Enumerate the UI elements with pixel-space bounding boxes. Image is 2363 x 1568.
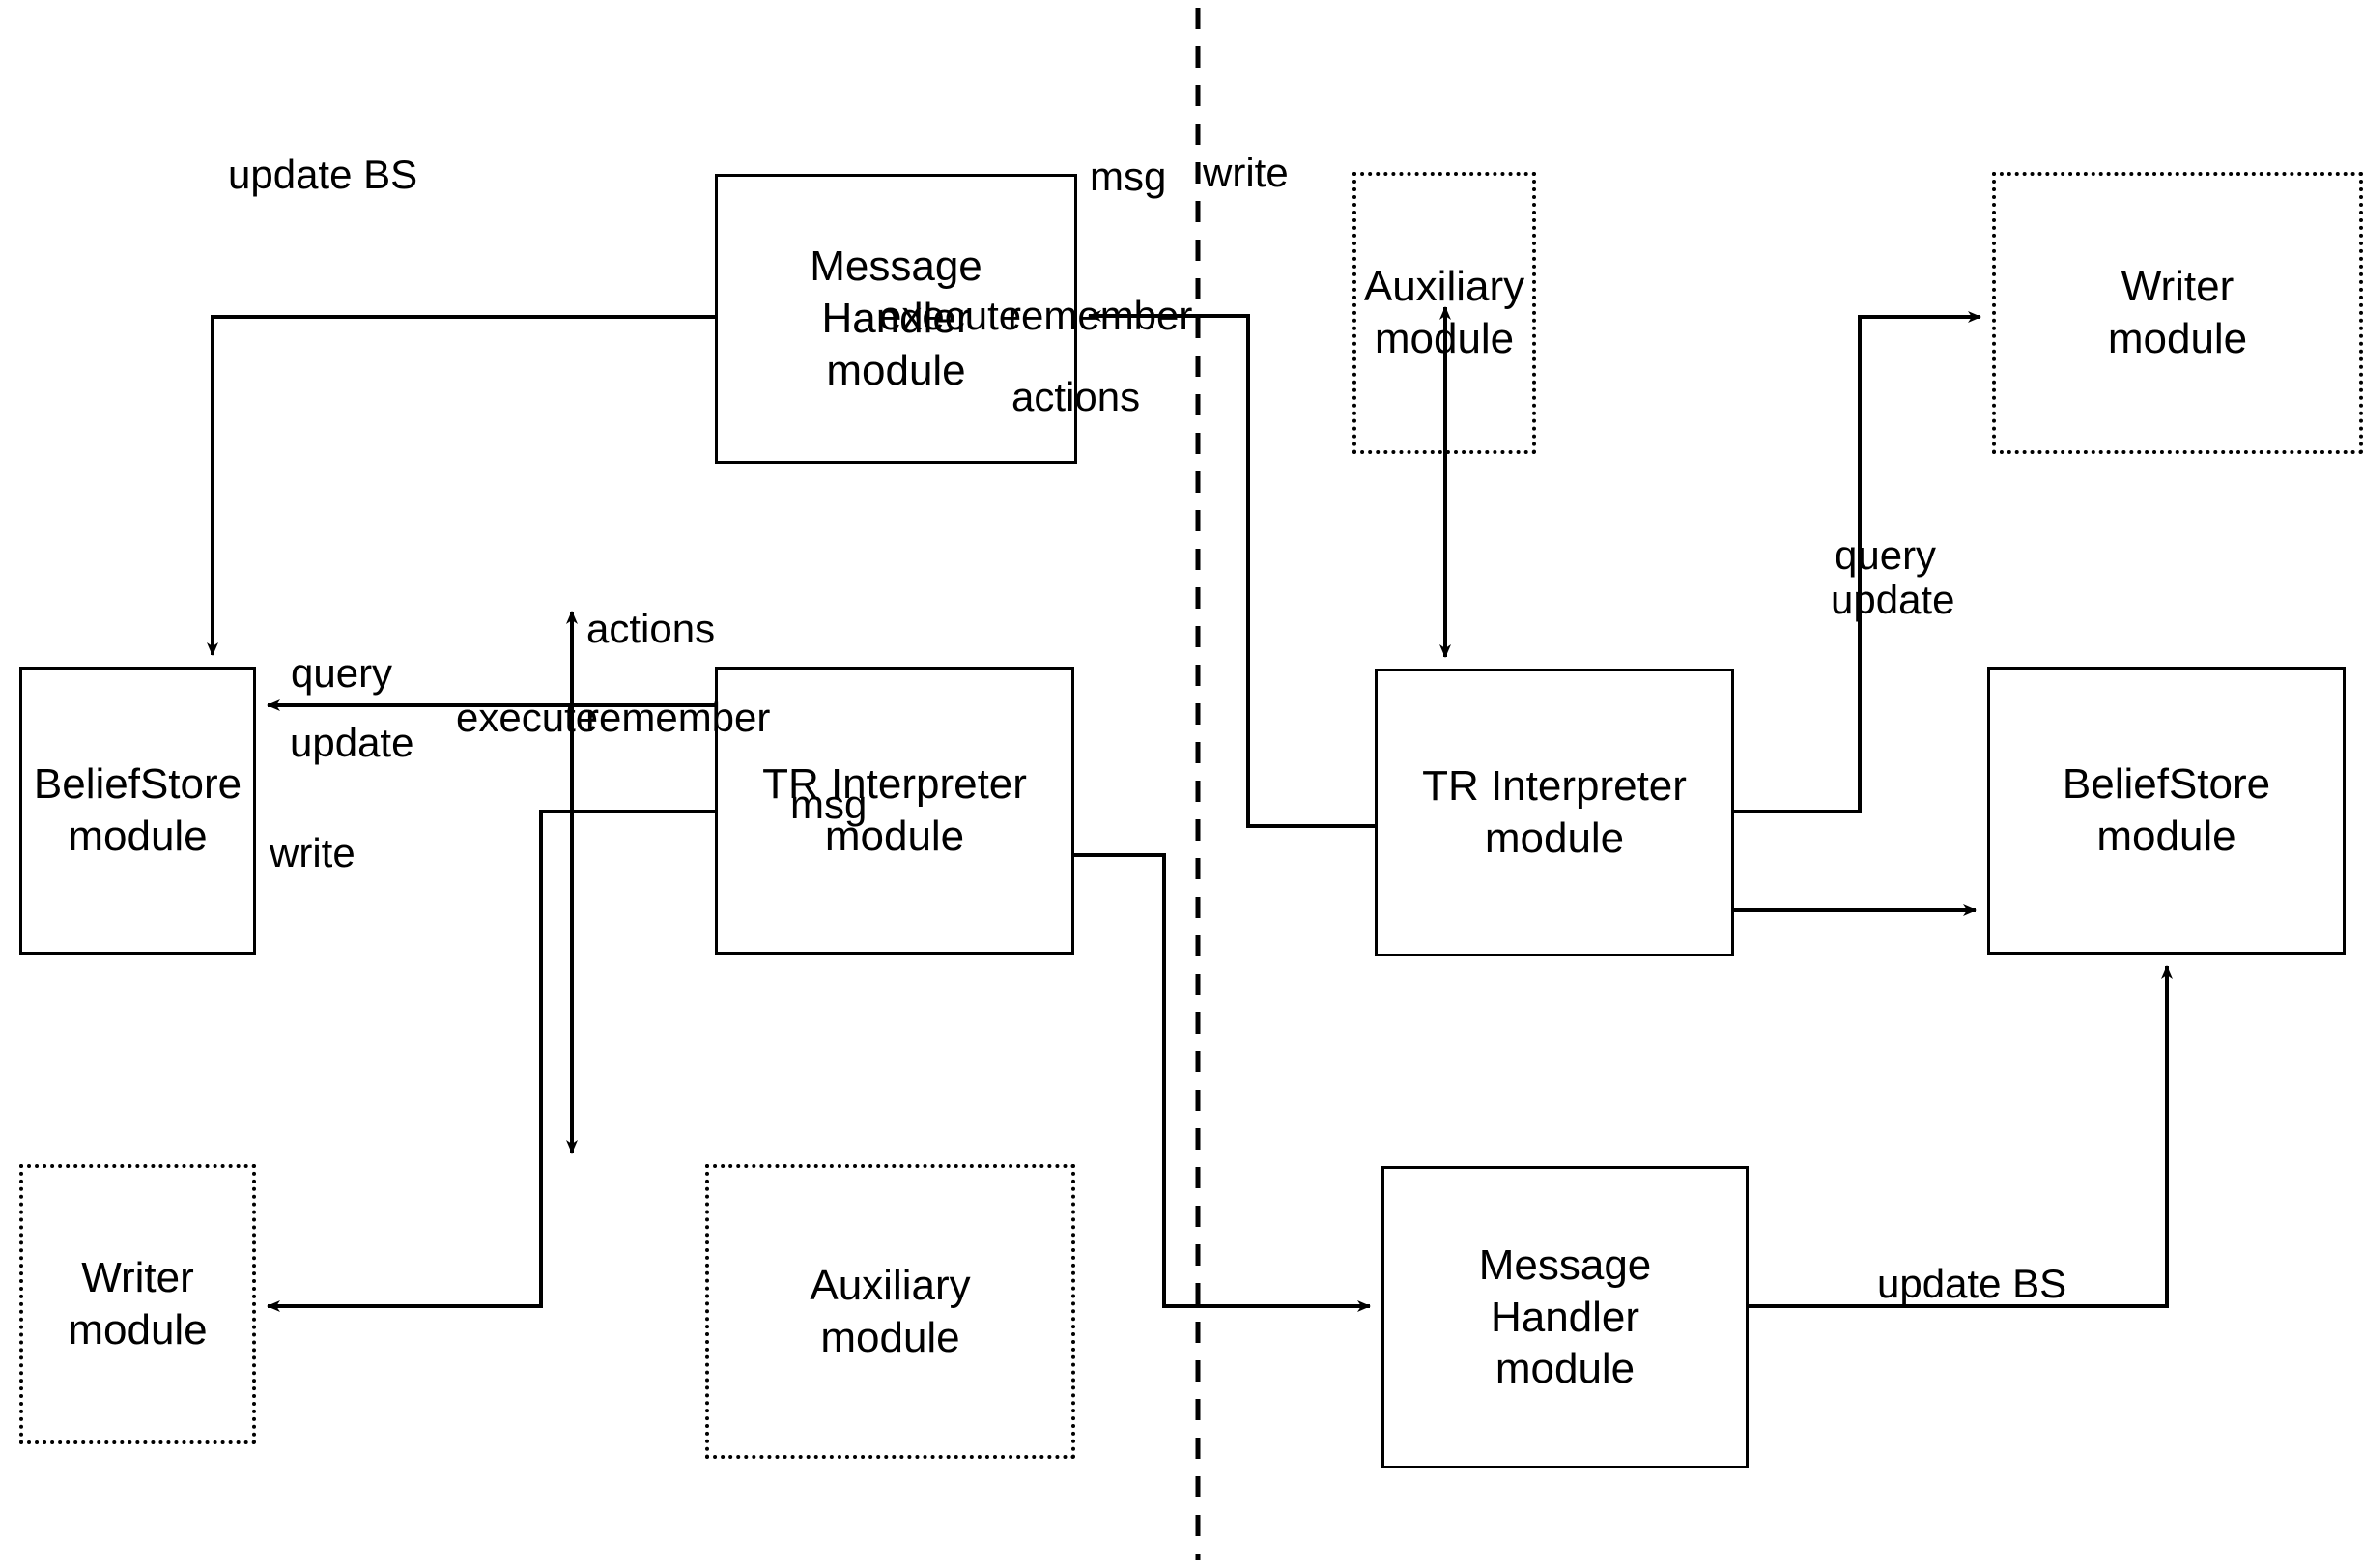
edge-label-right-write: write — [1203, 150, 1289, 195]
module-right-message-handler[interactable]: Message Handler module — [1381, 1166, 1749, 1468]
edge-label-right-query: query — [1835, 532, 1937, 578]
edge-right-msg-out — [1074, 853, 1371, 1312]
module-label-line: module — [1495, 1345, 1636, 1393]
module-label-line: module — [2107, 315, 2248, 362]
module-label-line: Auxiliary — [1363, 263, 1525, 311]
module-label-line: Handler — [821, 295, 971, 343]
module-left-beliefstore[interactable]: BeliefStore module — [19, 667, 256, 955]
module-label-line: Handler — [1490, 1293, 1640, 1341]
edge-left-write — [267, 810, 715, 1312]
edge-label-right-msg-out: msg — [790, 782, 868, 827]
module-label-line: module — [2096, 813, 2236, 860]
edge-right-write — [1734, 311, 1981, 813]
edge-label-left-remember: remember — [585, 695, 771, 740]
module-label-line: Writer — [2121, 263, 2235, 311]
module-right-tr-interpreter[interactable]: TR Interpreter module — [1375, 669, 1734, 956]
module-label-line: Message — [1478, 1240, 1652, 1289]
edge-label-left-execute: execute — [456, 695, 599, 740]
module-label-line: Writer — [81, 1254, 194, 1302]
module-label-line: Auxiliary — [810, 1261, 971, 1309]
edge-left-msg-in — [1088, 310, 1375, 828]
edge-right-update-bs — [1749, 965, 2173, 1308]
module-left-tr-interpreter[interactable]: TR Interpreter module — [715, 667, 1074, 955]
module-right-writer[interactable]: Writer module — [1992, 172, 2363, 454]
edge-label-right-remember: remember — [1008, 293, 1193, 338]
module-left-auxiliary[interactable]: Auxiliary module — [705, 1164, 1075, 1459]
edge-left-update-bs — [207, 315, 715, 656]
module-label-line: module — [68, 813, 208, 860]
module-right-beliefstore[interactable]: BeliefStore module — [1987, 667, 2346, 955]
module-label-line: TR Interpreter — [762, 760, 1027, 809]
module-label-line: BeliefStore — [33, 760, 242, 809]
edge-label-left-actions: actions — [586, 606, 716, 651]
edge-label-right-execute: execute — [879, 293, 1022, 338]
edge-label-left-update-bs: update BS — [228, 152, 418, 197]
edge-label-right-update: update — [1831, 577, 1955, 622]
module-label-line: module — [68, 1306, 208, 1354]
module-label-line: module — [824, 813, 965, 860]
module-label-line: TR Interpreter — [1422, 762, 1687, 811]
module-right-auxiliary[interactable]: Auxiliary module — [1352, 172, 1536, 454]
module-label-line: BeliefStore — [2062, 760, 2271, 809]
edge-label-left-update: update — [290, 720, 414, 765]
module-left-writer[interactable]: Writer module — [19, 1164, 256, 1444]
module-left-message-handler[interactable]: Message Handler module — [715, 174, 1077, 464]
edge-label-right-update-bs: update BS — [1877, 1261, 2067, 1306]
module-label-line: module — [1374, 315, 1515, 362]
module-label-line: module — [820, 1313, 960, 1361]
module-label-line: module — [1484, 814, 1625, 862]
edge-label-left-write: write — [270, 830, 356, 875]
edge-label-right-actions: actions — [1011, 374, 1141, 419]
edge-label-left-query: query — [291, 650, 393, 696]
module-label-line: Message — [810, 242, 982, 291]
module-label-line: module — [826, 346, 966, 394]
edge-label-left-msg-in: msg — [1090, 154, 1167, 199]
